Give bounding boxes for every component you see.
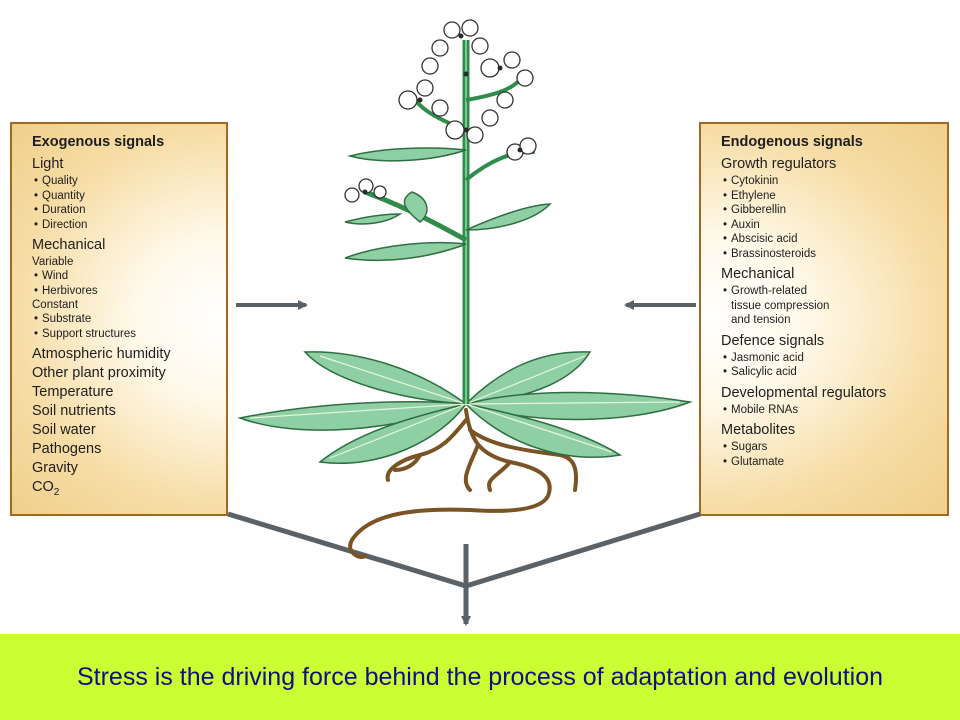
co2-signal: CO2: [32, 479, 60, 498]
list-item: •Glutamate: [723, 455, 785, 468]
list-item: •Salicylic acid: [723, 366, 797, 378]
mechanical-category: Mechanical: [721, 266, 795, 282]
plant-illustration: [227, 19, 701, 626]
list-item: •Substrate: [34, 313, 92, 325]
other-signal: Temperature: [32, 384, 114, 400]
other-signal: Pathogens: [32, 441, 102, 457]
other-signal: Gravity: [32, 460, 78, 476]
variable-subcategory: Variable: [32, 256, 74, 268]
light-category: Light: [32, 156, 64, 172]
list-item: •Growth-related: [723, 285, 808, 297]
exogenous-signals-panel: Exogenous signals Light •Quality •Quanti…: [10, 122, 228, 516]
caption-text: Stress is the driving force behind the p…: [76, 663, 884, 691]
list-item: •Wind: [34, 270, 69, 282]
flowers: [344, 19, 537, 203]
growth-regulators-category: Growth regulators: [721, 156, 837, 172]
list-item: •Ethylene: [723, 189, 776, 202]
list-item: •Abscisic acid: [723, 233, 798, 245]
constant-subcategory: Constant: [32, 299, 79, 311]
other-signal: Atmospheric humidity: [32, 346, 171, 362]
list-item: •Herbivores: [34, 284, 98, 297]
other-signal: Other plant proximity: [32, 365, 166, 381]
list-item: •Sugars: [723, 441, 768, 453]
mechanical-category: Mechanical: [32, 237, 106, 253]
list-item: •Mobile RNAs: [723, 403, 799, 416]
metabolites-category: Metabolites: [721, 422, 796, 438]
list-item-continued: and tension: [731, 314, 791, 326]
list-item: •Auxin: [723, 218, 760, 231]
list-item: •Duration: [34, 204, 86, 216]
list-item: •Gibberellin: [723, 204, 786, 216]
caption-bar: Stress is the driving force behind the p…: [0, 634, 960, 720]
list-item: •Quantity: [34, 189, 85, 202]
list-item: •Brassinosteroids: [723, 247, 817, 260]
other-signal: Soil nutrients: [32, 403, 116, 419]
other-signal: Soil water: [32, 422, 96, 438]
list-item: •Cytokinin: [723, 175, 779, 187]
list-item: •Direction: [34, 218, 88, 231]
list-item: •Jasmonic acid: [723, 351, 804, 364]
list-item-continued: tissue compression: [731, 299, 830, 312]
list-item: •Support structures: [34, 327, 136, 340]
list-item: •Quality: [34, 175, 78, 187]
developmental-regulators-category: Developmental regulators: [721, 384, 887, 401]
roots: [348, 408, 579, 559]
exogenous-title: Exogenous signals: [32, 134, 165, 150]
endogenous-title: Endogenous signals: [721, 134, 863, 150]
defence-signals-category: Defence signals: [721, 332, 825, 349]
cauline-leaves: [344, 147, 552, 262]
endogenous-signals-panel: Endogenous signals Growth regulators •Cy…: [699, 122, 949, 516]
